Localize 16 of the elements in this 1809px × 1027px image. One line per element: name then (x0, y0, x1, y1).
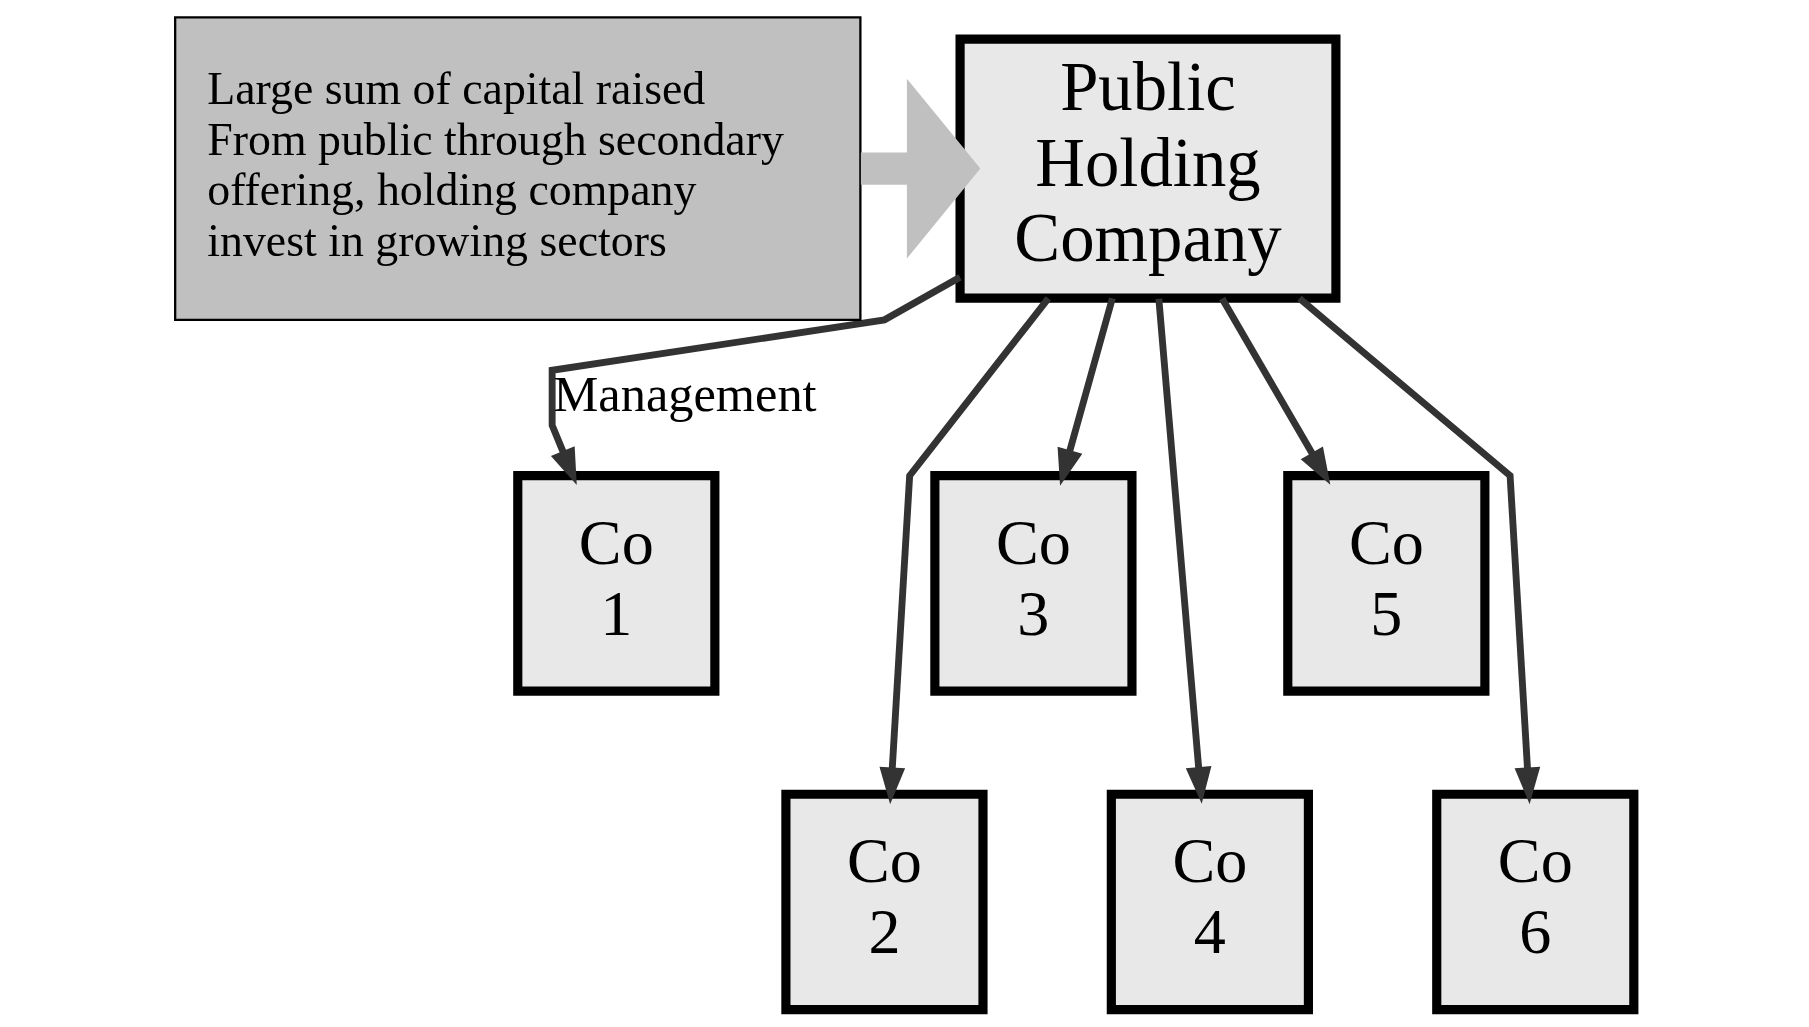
node-box: Co 3 (930, 471, 1137, 696)
arrow (879, 296, 1051, 805)
edge-label: Management (553, 365, 817, 422)
node-box: Co 6 (1432, 789, 1639, 1015)
arrow (1219, 296, 1331, 485)
arrow (548, 274, 962, 486)
node-box: Co 5 (1283, 471, 1490, 696)
arrow (1297, 295, 1541, 805)
node-box: Co 1 (513, 471, 720, 696)
arrow (860, 78, 981, 259)
arrow (1057, 297, 1116, 486)
node-box: Co 4 (1106, 789, 1313, 1015)
node-box: Public Holding Company (955, 34, 1341, 303)
node-box: Co 2 (781, 789, 988, 1015)
node-box: Large sum of capital raised From public through secondary offering, holding company invest in growing sectors (174, 16, 862, 321)
arrow (1155, 298, 1212, 804)
